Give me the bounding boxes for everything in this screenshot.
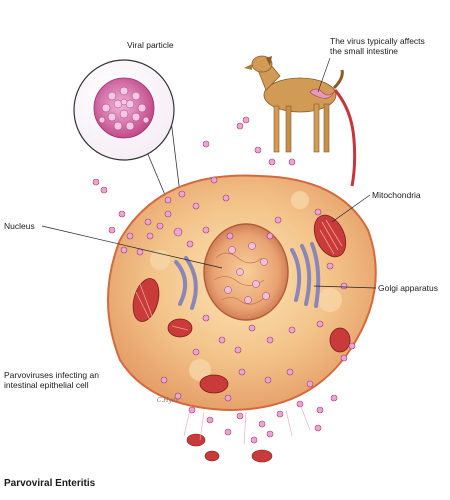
blood-cells: [186, 433, 273, 463]
virus-affects-line1: The virus typically affects: [330, 36, 425, 46]
virus-affects-line2: the small intestine: [330, 46, 399, 56]
viral-particle-magnified: [73, 59, 175, 161]
nucleus: [203, 223, 289, 321]
dog-illustration: [244, 55, 344, 153]
parvovirus-infecting-label: Parvoviruses infecting an intestinal epi…: [4, 370, 99, 390]
figure-caption: Parvoviral Enteritis: [4, 478, 96, 489]
nucleus-label: Nucleus: [4, 221, 35, 231]
golgi-apparatus: [174, 242, 321, 310]
mitochondria-label: Mitochondria: [372, 190, 421, 200]
virus-affects-label: The virus typically affects the small in…: [330, 36, 425, 56]
artist-signature: C.Hyde: [157, 397, 180, 404]
viral-particle-label: Viral particle: [127, 40, 174, 50]
base-fibers: [183, 403, 311, 445]
parvovirus-line1: Parvoviruses infecting an: [4, 370, 99, 380]
virus-particles: [92, 116, 356, 444]
virus-text-leader: [317, 57, 331, 93]
intestinal-tract-line: [333, 89, 357, 187]
mitochondria: [132, 214, 351, 394]
golgi-apparatus-label: Golgi apparatus: [378, 283, 439, 293]
parvovirus-line2: intestinal epithelial cell: [4, 380, 89, 390]
label-leaders: [41, 194, 377, 289]
